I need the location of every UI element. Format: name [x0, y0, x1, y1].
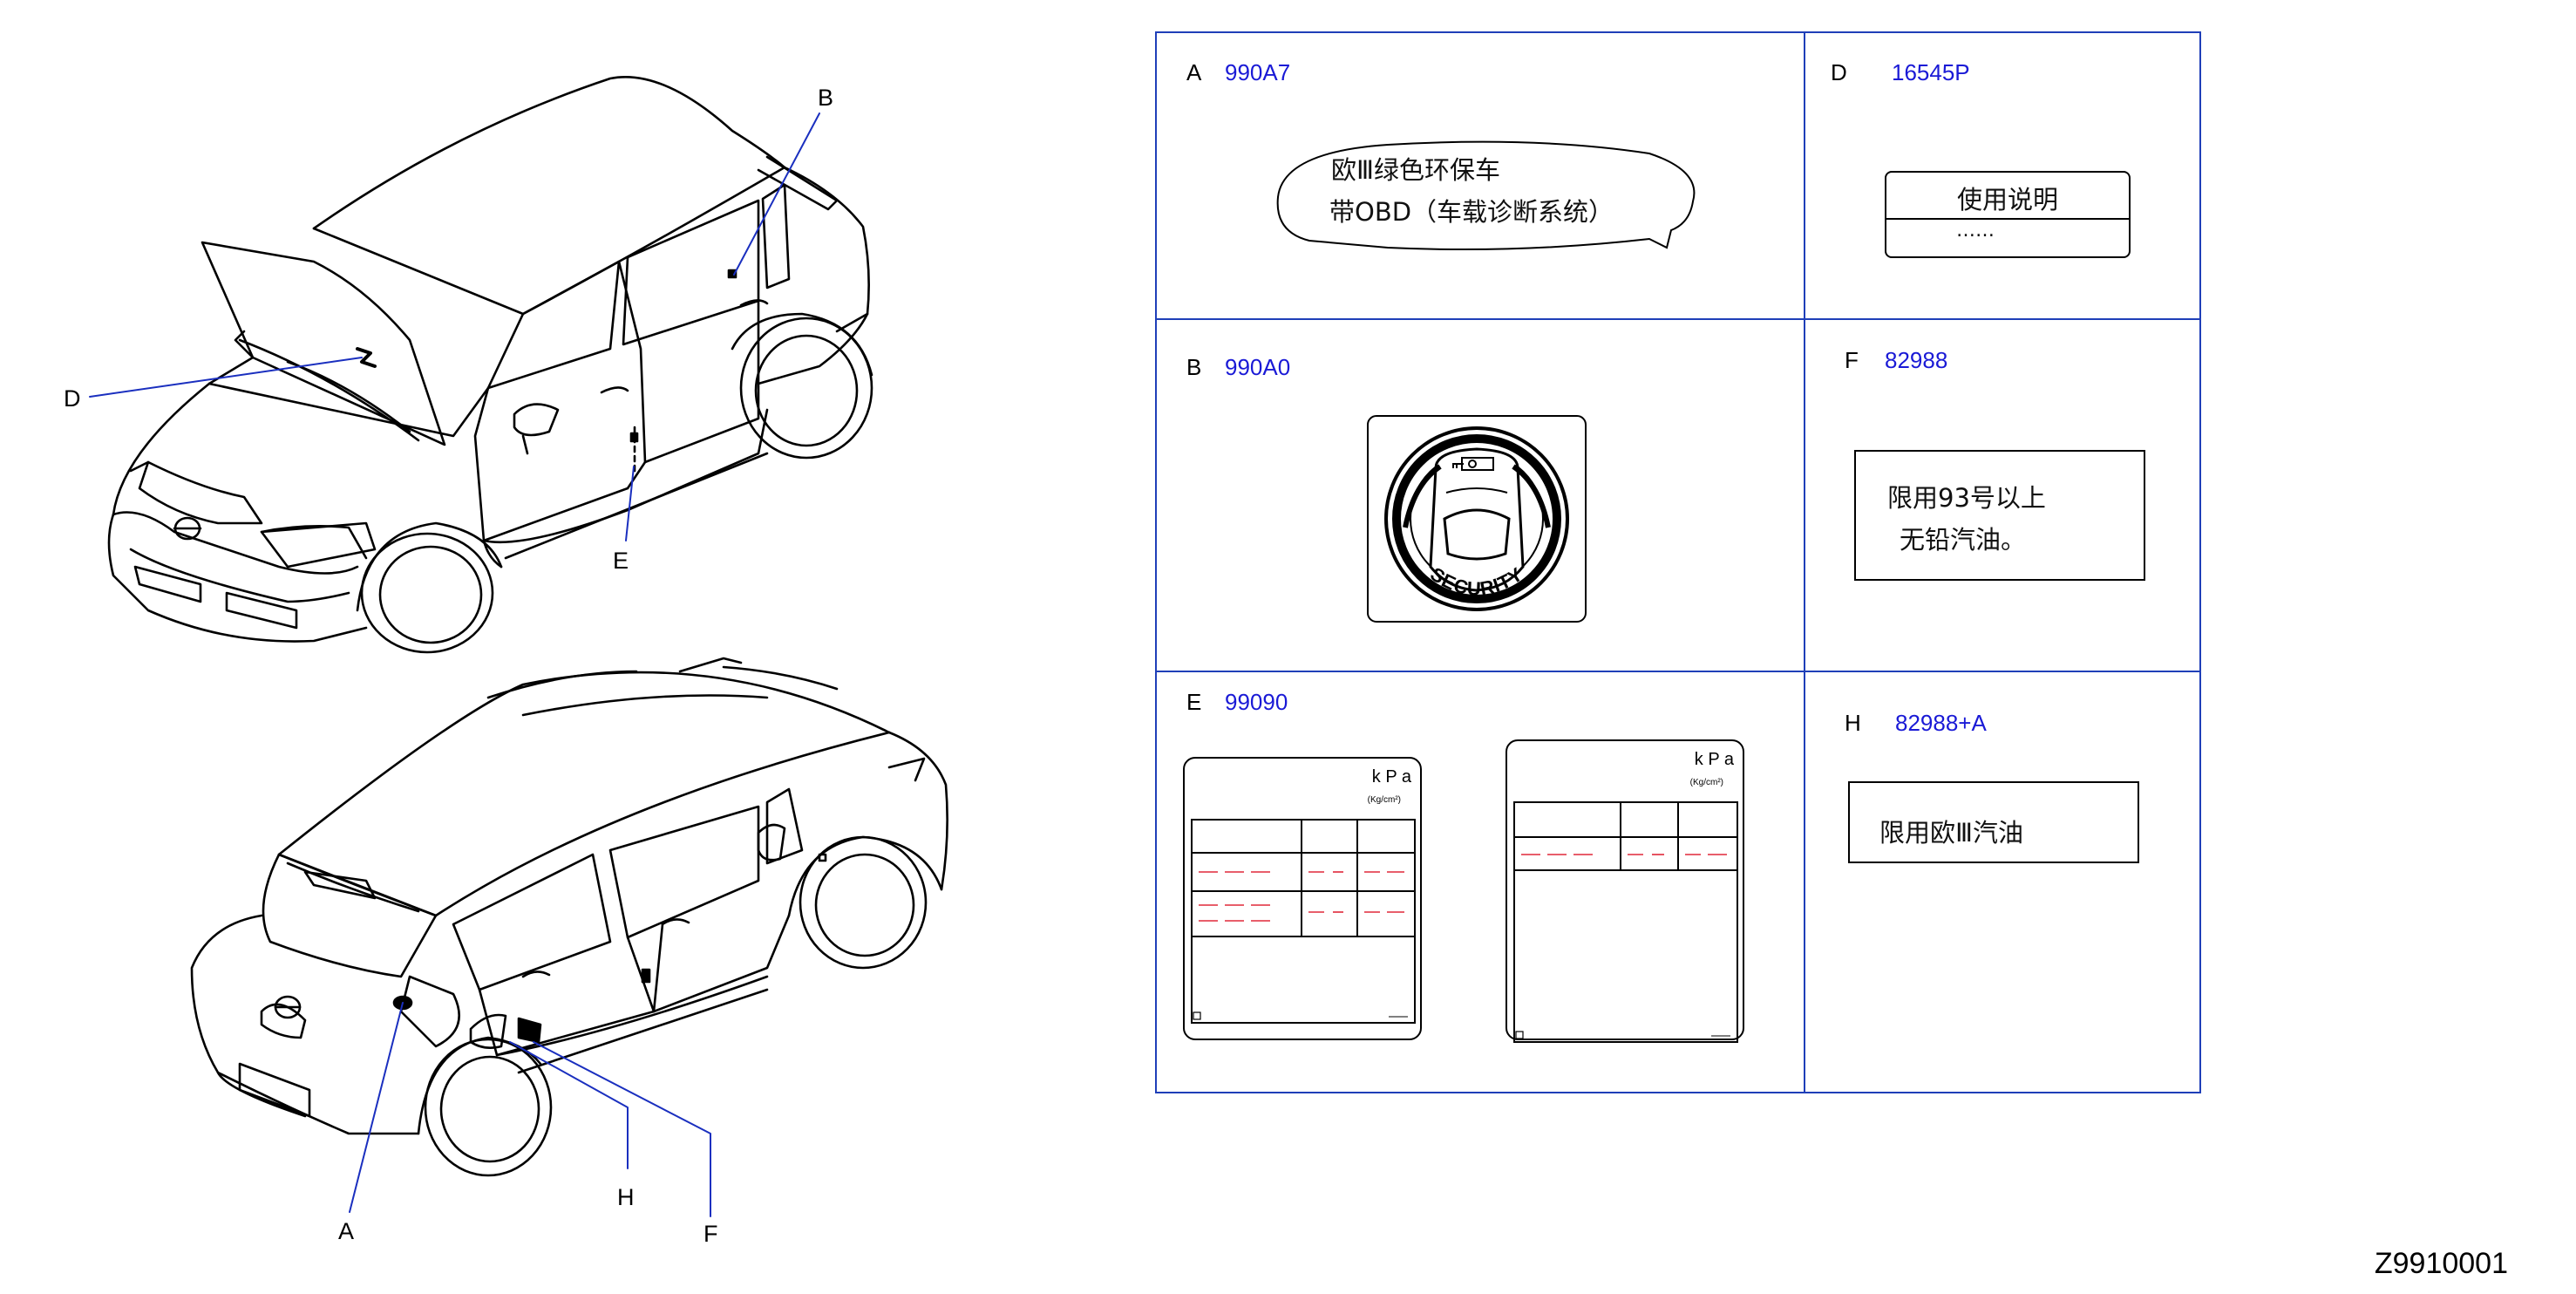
cell-a-line-2: 带OBD（车载诊断系统）: [1329, 197, 1614, 227]
front-car-drawing: [107, 75, 873, 654]
cell-f-label: 限用93号以上 无铅汽油。: [1854, 450, 2145, 581]
tire-label-1-units: k P a: [1371, 767, 1411, 787]
cell-a-line-1: 欧Ⅲ绿色环保车: [1331, 155, 1500, 185]
tire-label-2-units: k P a: [1694, 750, 1734, 769]
cell-b-letter: B: [1186, 354, 1202, 380]
front-car-callout-lines: [89, 112, 820, 541]
document-id: Z9910001: [2374, 1247, 2508, 1280]
cell-b: B 990A0 SECURIT: [1157, 321, 1806, 673]
cell-f-part-number: 82988: [1885, 347, 1948, 373]
callout-b: B: [818, 85, 834, 111]
tire-label-1-table: [1191, 819, 1416, 1024]
security-badge-icon: SECURITY: [1367, 415, 1587, 623]
cell-h-label: 限用欧Ⅲ汽油: [1848, 781, 2139, 863]
tire-pressure-label-1: k P a (Kg/cm²): [1183, 757, 1422, 1040]
cell-b-part-number: 990A0: [1225, 354, 1291, 380]
cell-h-letter: H: [1845, 710, 1861, 736]
car-illustrations: [89, 75, 948, 1217]
cell-d-part-number: 16545P: [1892, 59, 1970, 85]
label-table: A 990A7 欧Ⅲ绿色环保车 带OBD（车载诊断系统） D 16545P 使用…: [1155, 31, 2201, 1093]
callout-h: H: [617, 1184, 635, 1210]
cell-h-part-number: 82988+A: [1895, 710, 1987, 736]
tire-label-2-table: [1513, 801, 1738, 1043]
cell-h: H 82988+A 限用欧Ⅲ汽油: [1806, 673, 2203, 1095]
cell-a-label-shape: [1276, 140, 1696, 251]
callout-e: E: [613, 548, 629, 574]
cell-e-part-number: 99090: [1225, 689, 1288, 715]
rear-car-callout-lines: [349, 1002, 711, 1217]
cell-a-part-number: 990A7: [1225, 59, 1291, 85]
cell-f-line-1: 限用93号以上: [1887, 483, 2046, 513]
tire-label-2-units-sub: (Kg/cm²): [1689, 778, 1723, 787]
callout-a: A: [338, 1218, 355, 1244]
label-table-lines: [1155, 31, 2201, 1093]
cell-h-text: 限用欧Ⅲ汽油: [1879, 818, 2023, 848]
cell-d-title: 使用说明: [1956, 185, 2058, 215]
cell-e: E 99090 k P a (Kg/cm²): [1157, 673, 1806, 1095]
tire-label-1-units-sub: (Kg/cm²): [1367, 795, 1401, 805]
tire-pressure-label-2: k P a (Kg/cm²): [1505, 739, 1744, 1043]
cell-f-line-2: 无铅汽油。: [1900, 525, 2027, 555]
cell-e-letter: E: [1186, 689, 1202, 715]
cell-f: F 82988 限用93号以上 无铅汽油。: [1806, 321, 2203, 673]
callout-d: D: [64, 385, 81, 412]
cell-d-label: 使用说明 ……: [1885, 171, 2131, 258]
cell-f-letter: F: [1845, 347, 1859, 373]
cell-d-letter: D: [1831, 59, 1847, 85]
cell-a: A 990A7 欧Ⅲ绿色环保车 带OBD（车载诊断系统）: [1157, 33, 1806, 321]
cell-d: D 16545P 使用说明 ……: [1806, 33, 2203, 321]
rear-car-drawing: [190, 657, 948, 1177]
callout-f: F: [703, 1221, 718, 1247]
cell-d-body: ……: [1956, 220, 1995, 242]
cell-a-letter: A: [1186, 59, 1202, 85]
